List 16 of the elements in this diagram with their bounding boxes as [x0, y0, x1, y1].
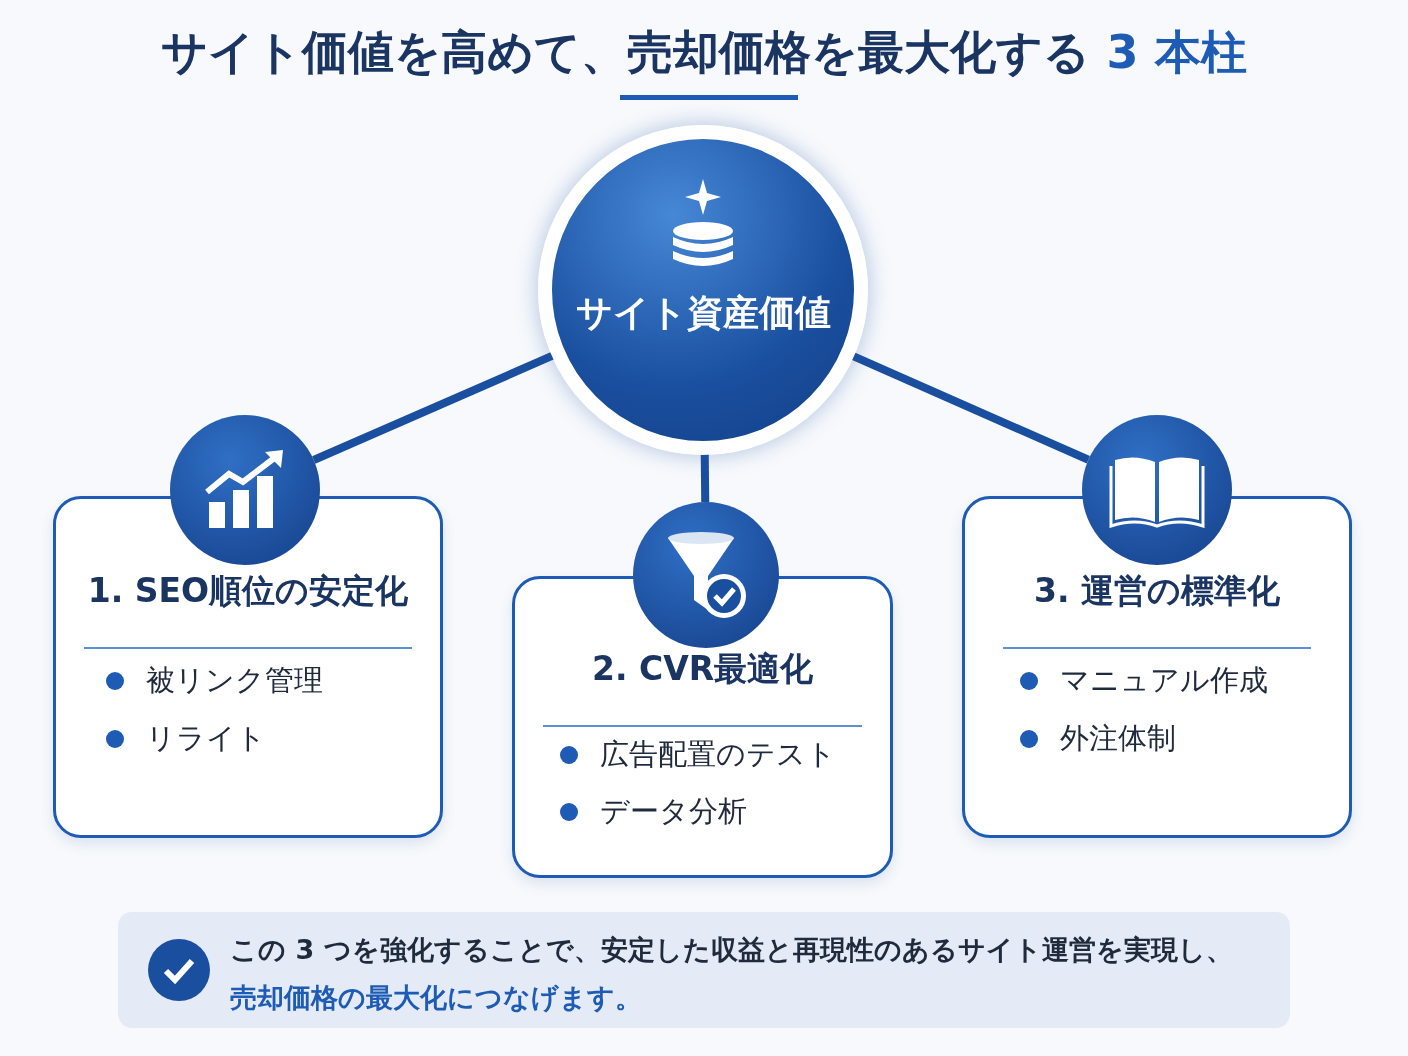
bullet-item: 被リンク管理 — [106, 661, 323, 701]
card-heading: 2. CVR最適化 — [590, 648, 815, 690]
bullet-item: 広告配置のテスト — [560, 735, 836, 775]
bullet-item: 外注体制 — [1020, 719, 1176, 759]
circle-label: サイト資産価値 — [574, 291, 832, 335]
bullet-item: データ分析 — [560, 792, 747, 832]
pillar-card — [512, 576, 893, 878]
pillar-card — [53, 496, 443, 838]
summary-banner — [118, 912, 1290, 1028]
bullet-item: マニュアル作成 — [1020, 661, 1268, 701]
card-heading: 3. 運営の標準化 — [1033, 570, 1281, 612]
bullet-item: リライト — [106, 719, 266, 759]
summary-text: この 3 つを強化することで、安定した収益と再現性のあるサイト運営を実現し、売却価格の最大化につなげます。 — [230, 933, 1234, 1015]
pillar-card — [962, 496, 1352, 838]
card-heading: 1. SEO順位の安定化 — [86, 570, 410, 612]
title: サイト価値を高めて、売却価格を最大化する 3 本柱 — [160, 24, 1248, 81]
